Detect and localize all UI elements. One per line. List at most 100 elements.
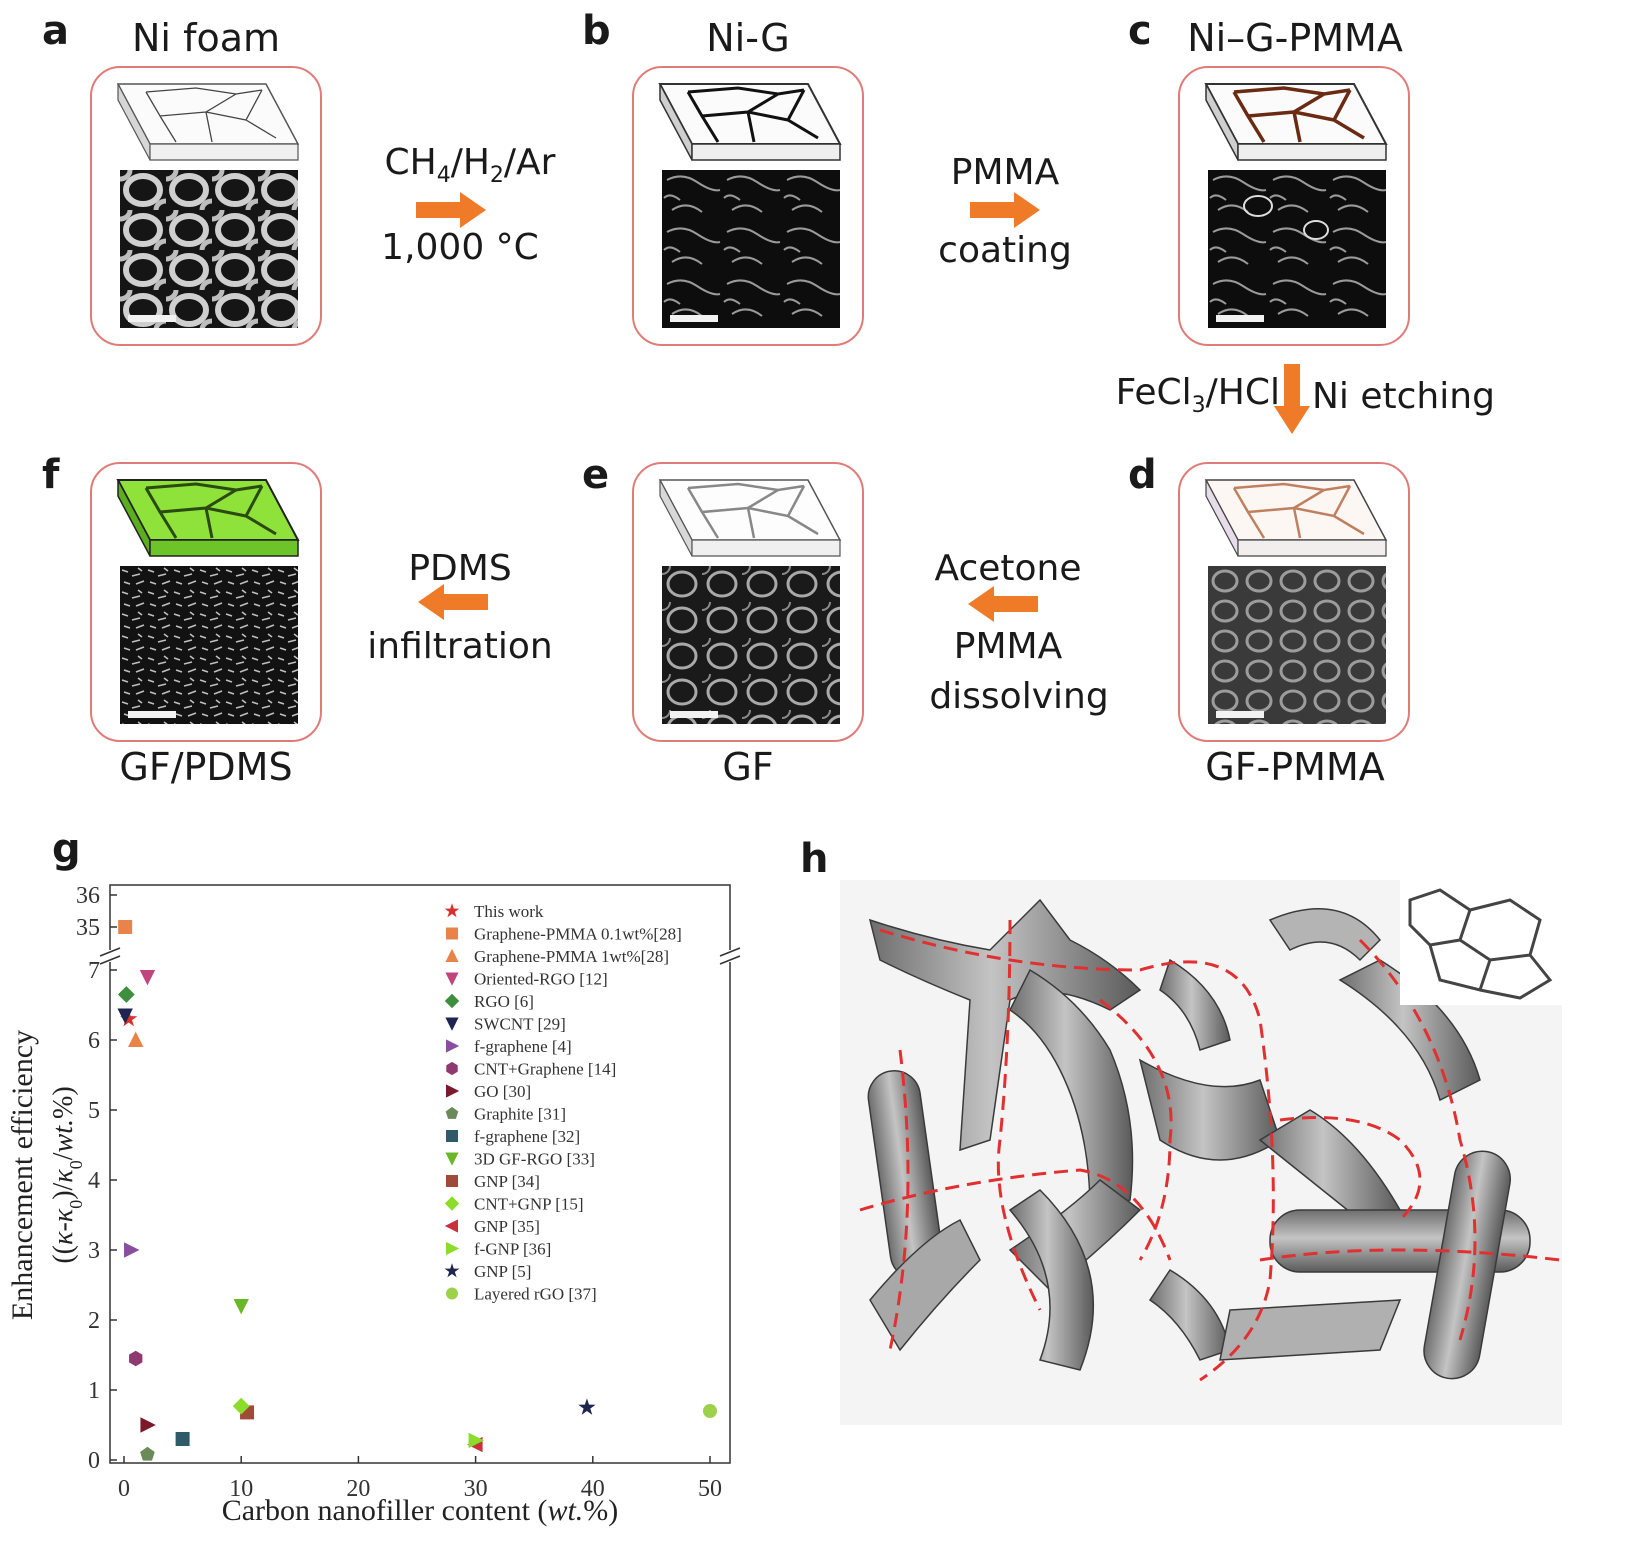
data-point xyxy=(117,986,135,1003)
ni-g-pmma-sem-image xyxy=(1208,170,1386,328)
legend-marker xyxy=(445,948,459,962)
legend-marker xyxy=(446,1175,458,1187)
scale-bar xyxy=(670,315,718,322)
arrow-left-icon xyxy=(968,586,1038,622)
step-ef-line1: PDMS xyxy=(408,548,512,589)
panel-a-title: Ni foam xyxy=(132,16,280,60)
legend-marker xyxy=(446,1061,458,1076)
step-ab-formula: CH4/H2/Ar xyxy=(384,142,556,189)
y-tick-label: 6 xyxy=(88,1028,100,1054)
legend-label: Layered rGO [37] xyxy=(474,1285,597,1304)
panel-d-title: GF-PMMA xyxy=(1205,745,1385,789)
legend-label: CNT+GNP [15] xyxy=(474,1195,584,1214)
data-point xyxy=(139,970,156,986)
legend-label: f-graphene [4] xyxy=(474,1037,572,1056)
legend-label: GNP [35] xyxy=(474,1217,540,1236)
legend-marker xyxy=(446,1084,460,1098)
data-point xyxy=(129,1350,143,1367)
data-point xyxy=(233,1299,249,1315)
legend-label: GNP [5] xyxy=(474,1262,531,1281)
panel-c-card xyxy=(1178,66,1410,346)
ni-foam-sem-image xyxy=(120,170,298,328)
data-point xyxy=(578,1398,596,1415)
legend-marker xyxy=(444,1219,458,1233)
y-tick-label: 5 xyxy=(88,1098,100,1124)
legend-label: f-GNP [36] xyxy=(474,1240,551,1259)
panel-h-letter: h xyxy=(800,836,829,882)
x-tick-label: 10 xyxy=(229,1476,253,1502)
x-tick-label: 20 xyxy=(346,1476,370,1502)
step-de-line3: dissolving xyxy=(929,676,1109,717)
panel-e-letter: e xyxy=(582,452,610,498)
panel-c-letter: c xyxy=(1128,8,1152,54)
panel-f-letter: f xyxy=(42,452,60,498)
plot-frame xyxy=(109,884,731,1464)
data-point xyxy=(140,1417,156,1433)
legend-label: 3D GF-RGO [33] xyxy=(474,1150,595,1169)
sheet-bottom-right xyxy=(1219,1299,1402,1361)
scale-bar xyxy=(670,711,718,718)
arrow-down-icon xyxy=(1274,364,1310,434)
legend-label: Graphene-PMMA 0.1wt%[28] xyxy=(474,925,682,944)
panel-f-card xyxy=(90,462,322,742)
ni-g-sem-image xyxy=(662,170,840,328)
gf-pdms-schematic xyxy=(116,479,300,557)
legend-label: RGO [6] xyxy=(474,992,534,1011)
gf-pmma-schematic xyxy=(1204,479,1388,557)
ni-g-pmma-schematic xyxy=(1204,83,1388,161)
data-point xyxy=(175,1432,190,1446)
data-point xyxy=(703,1404,717,1418)
step-cd-reagent: FeCl3/HCl xyxy=(1115,372,1280,419)
legend-label: This work xyxy=(474,902,544,921)
curved-tube-center xyxy=(1009,968,1134,1211)
arrow-right-icon xyxy=(970,192,1040,228)
panel-e-card xyxy=(632,462,864,742)
arrow-right-icon xyxy=(416,192,486,228)
legend-label: Graphene-PMMA 1wt%[28] xyxy=(474,947,669,966)
panel-d-letter: d xyxy=(1128,452,1157,498)
scale-bar xyxy=(128,711,176,718)
legend-label: SWCNT [29] xyxy=(474,1015,566,1034)
data-point xyxy=(124,1242,140,1258)
y-tick-label: 35 xyxy=(76,915,100,941)
legend-marker xyxy=(444,993,460,1009)
x-tick-label: 0 xyxy=(118,1476,130,1502)
branch-tube-top-left xyxy=(868,898,1142,1152)
legend-label: CNT+Graphene [14] xyxy=(474,1060,616,1079)
data-point xyxy=(118,920,133,934)
legend-marker xyxy=(445,1152,459,1166)
legend-label: f-graphene [32] xyxy=(474,1127,580,1146)
step-ab-temperature: 1,000 °C xyxy=(381,227,539,268)
panel-a-letter: a xyxy=(42,8,69,54)
y-axis-title-line1: Enhancement efficiency xyxy=(6,1030,39,1320)
panel-b-title: Ni-G xyxy=(706,16,790,60)
legend-label: GO [30] xyxy=(474,1082,531,1101)
foam-inset-icon xyxy=(1400,880,1562,1005)
axis-break-right xyxy=(719,947,742,965)
gf-schematic xyxy=(658,479,842,557)
graphene-network-illustration xyxy=(840,880,1562,1425)
v-tube-bottom xyxy=(1008,1189,1095,1371)
legend-marker xyxy=(445,1106,459,1119)
x-tick-label: 40 xyxy=(581,1476,605,1502)
panel-g-letter: g xyxy=(52,826,81,872)
arrow-left-icon xyxy=(418,584,488,620)
scale-bar xyxy=(1216,711,1264,718)
step-bc-line2: coating xyxy=(938,230,1072,271)
data-point xyxy=(128,1031,144,1047)
scale-bar xyxy=(128,315,176,322)
legend-marker xyxy=(444,1196,460,1211)
legend-marker xyxy=(446,927,458,940)
gf-sem-image xyxy=(662,566,840,724)
panel-a-card xyxy=(90,66,322,346)
panel-f-title: GF/PDMS xyxy=(119,745,293,789)
red-dashed-pathways xyxy=(859,919,1561,1382)
scale-bar xyxy=(1216,315,1264,322)
data-point xyxy=(117,1008,133,1024)
legend-marker xyxy=(446,1039,460,1053)
legend-marker xyxy=(445,972,459,986)
step-de-line2: PMMA xyxy=(953,626,1063,667)
panel-d-card xyxy=(1178,462,1410,742)
axis-break-left xyxy=(99,947,122,965)
